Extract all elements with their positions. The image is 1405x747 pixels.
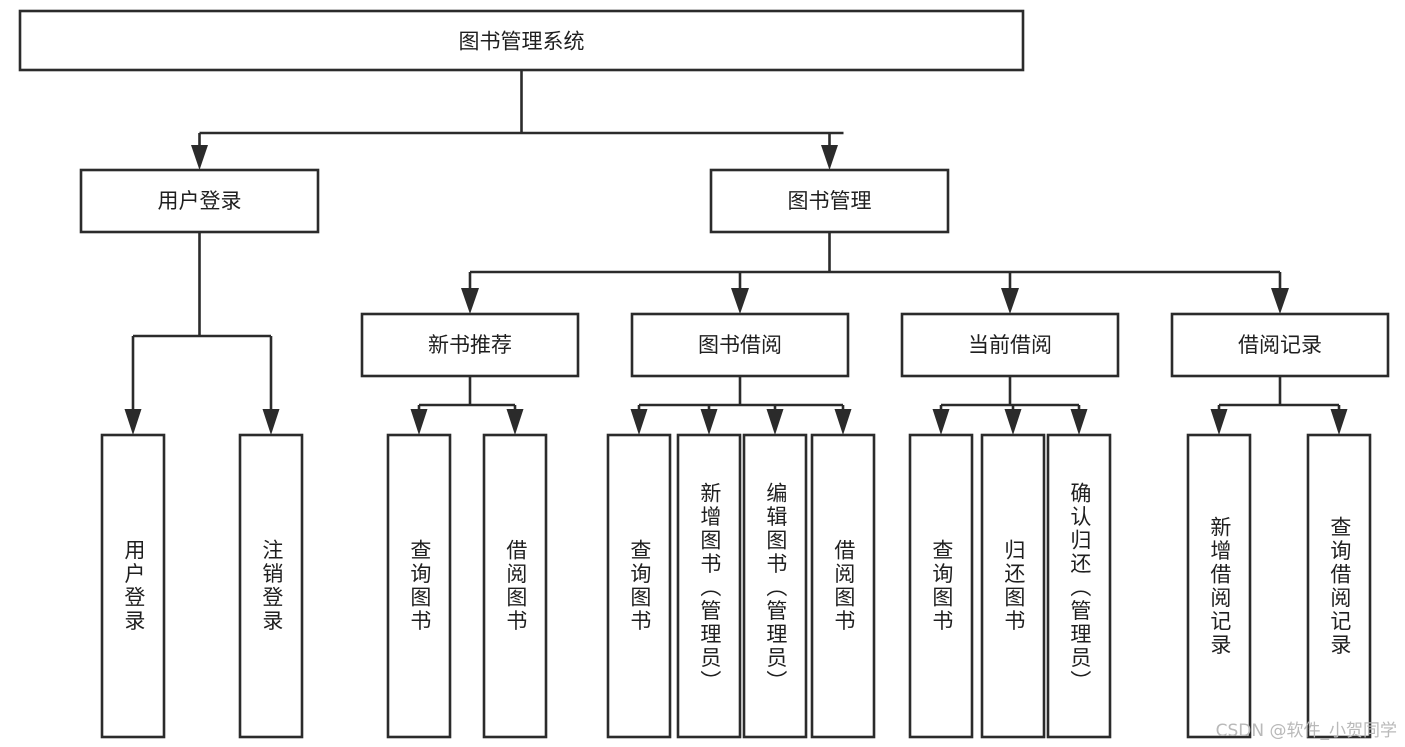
node-borrow-records[interactable]: 借阅记录 <box>1170 312 1390 378</box>
node-borrow-records-box[interactable] <box>1170 312 1390 378</box>
node-leaf-add-book-label: 新增图书（管理员） <box>697 482 722 694</box>
node-leaf-query-book-borrow-label: 查询图书 <box>627 539 652 633</box>
node-borrow-records-label: 借阅记录 <box>1238 333 1322 357</box>
node-user-login-label: 用户登录 <box>158 189 242 213</box>
node-leaf-query-book-borrow[interactable]: 查询图书 <box>606 433 672 739</box>
arrowhead-leaf-borrow-book-recommend <box>506 409 524 435</box>
arrowhead-leaf-add-record <box>1210 409 1228 435</box>
node-book-borrow-label: 图书借阅 <box>698 333 782 357</box>
node-book-management-box[interactable] <box>709 168 950 234</box>
node-leaf-borrow-book-label: 借阅图书 <box>831 539 856 633</box>
node-current-borrow[interactable]: 当前借阅 <box>900 312 1120 378</box>
node-leaf-return-book-label: 归还图书 <box>1001 539 1026 633</box>
node-leaf-borrow-book-recommend[interactable]: 借阅图书 <box>482 433 548 739</box>
node-leaf-edit-book-box[interactable] <box>742 433 808 739</box>
node-leaf-query-book-current[interactable]: 查询图书 <box>908 433 974 739</box>
node-leaf-borrow-book-recommend-box[interactable] <box>482 433 548 739</box>
node-book-borrow[interactable]: 图书借阅 <box>630 312 850 378</box>
node-leaf-query-book-borrow-box[interactable] <box>606 433 672 739</box>
node-leaf-confirm-return[interactable]: 确认归还（管理员） <box>1046 433 1112 739</box>
node-user-login-box[interactable] <box>79 168 320 234</box>
node-book-management-label: 图书管理 <box>788 189 872 213</box>
node-current-borrow-label: 当前借阅 <box>968 333 1052 357</box>
node-leaf-confirm-return-label: 确认归还（管理员） <box>1067 482 1092 694</box>
arrowhead-new-book-recommend <box>461 288 479 314</box>
node-leaf-logout-label: 注销登录 <box>259 539 284 633</box>
arrowhead-leaf-logout <box>262 409 280 435</box>
node-leaf-query-book-current-box[interactable] <box>908 433 974 739</box>
node-leaf-user-login-label: 用户登录 <box>121 539 146 633</box>
arrowhead-leaf-edit-book <box>766 409 784 435</box>
arrowhead-book-management <box>821 145 838 170</box>
node-root-label: 图书管理系统 <box>459 30 585 54</box>
connector-layer <box>124 70 1348 435</box>
node-new-book-recommend[interactable]: 新书推荐 <box>360 312 580 378</box>
node-book-management[interactable]: 图书管理 <box>709 168 950 234</box>
node-leaf-add-book-box[interactable] <box>676 433 742 739</box>
node-leaf-user-login[interactable]: 用户登录 <box>100 433 166 739</box>
arrowhead-leaf-borrow-book <box>834 409 852 435</box>
node-leaf-edit-book[interactable]: 编辑图书（管理员） <box>742 433 808 739</box>
arrowhead-leaf-query-book-recommend <box>410 409 428 435</box>
leaf-nodes-layer: 用户登录 注销登录 查询图书 借阅图书 查询图书 <box>100 433 1372 739</box>
arrowhead-leaf-user-login <box>124 409 142 435</box>
node-leaf-user-login-box[interactable] <box>100 433 166 739</box>
node-current-borrow-box[interactable] <box>900 312 1120 378</box>
arrowhead-leaf-confirm-return <box>1070 409 1088 435</box>
node-leaf-logout-box[interactable] <box>238 433 304 739</box>
arrowhead-leaf-add-book <box>700 409 718 435</box>
node-leaf-add-record[interactable]: 新增借阅记录 <box>1186 433 1252 739</box>
arrowhead-borrow-records <box>1271 288 1289 314</box>
node-leaf-query-book-recommend[interactable]: 查询图书 <box>386 433 452 739</box>
node-root[interactable]: 图书管理系统 <box>18 9 1025 72</box>
node-leaf-query-record-label: 查询借阅记录 <box>1327 515 1352 657</box>
node-leaf-query-record-box[interactable] <box>1306 433 1372 739</box>
node-leaf-add-book[interactable]: 新增图书（管理员） <box>676 433 742 739</box>
node-leaf-add-record-box[interactable] <box>1186 433 1252 739</box>
arrowhead-book-borrow <box>731 288 749 314</box>
node-leaf-confirm-return-box[interactable] <box>1046 433 1112 739</box>
node-user-login[interactable]: 用户登录 <box>79 168 320 234</box>
node-new-book-recommend-box[interactable] <box>360 312 580 378</box>
node-leaf-return-book-box[interactable] <box>980 433 1046 739</box>
node-root-box[interactable] <box>18 9 1025 72</box>
node-leaf-borrow-book-box[interactable] <box>810 433 876 739</box>
node-leaf-edit-book-label: 编辑图书（管理员） <box>763 482 788 694</box>
arrowhead-user-login <box>191 145 208 170</box>
node-leaf-add-record-label: 新增借阅记录 <box>1207 515 1232 657</box>
node-leaf-query-book-recommend-label: 查询图书 <box>407 539 432 633</box>
arrowhead-leaf-query-book-current <box>932 409 950 435</box>
node-leaf-query-book-recommend-box[interactable] <box>386 433 452 739</box>
node-new-book-recommend-label: 新书推荐 <box>428 333 512 357</box>
node-leaf-query-record[interactable]: 查询借阅记录 <box>1306 433 1372 739</box>
node-book-borrow-box[interactable] <box>630 312 850 378</box>
arrowhead-current-borrow <box>1001 288 1019 314</box>
arrowhead-leaf-query-record <box>1330 409 1348 435</box>
node-leaf-borrow-book[interactable]: 借阅图书 <box>810 433 876 739</box>
arrowhead-leaf-query-book-borrow <box>630 409 648 435</box>
node-leaf-borrow-book-recommend-label: 借阅图书 <box>503 539 528 633</box>
node-leaf-logout[interactable]: 注销登录 <box>238 433 304 739</box>
node-leaf-query-book-current-label: 查询图书 <box>929 539 954 633</box>
arrowhead-leaf-return-book <box>1004 409 1022 435</box>
node-leaf-return-book[interactable]: 归还图书 <box>980 433 1046 739</box>
